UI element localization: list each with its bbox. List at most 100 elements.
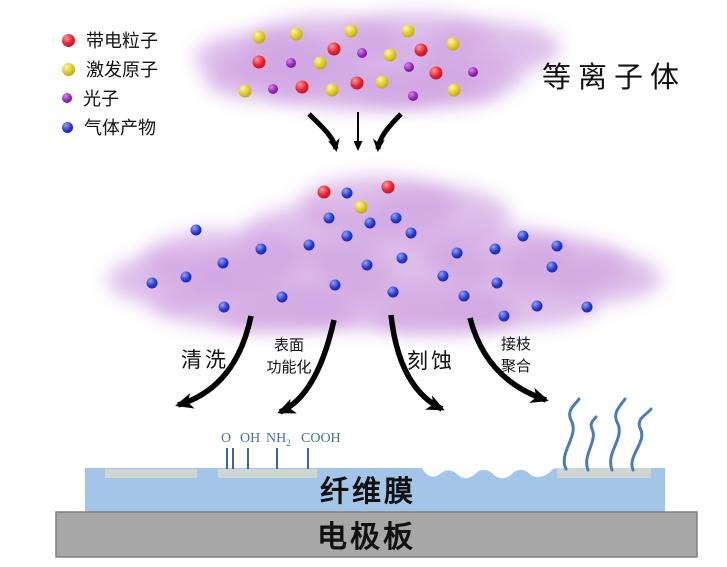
blue-particle (517, 230, 529, 242)
blue-particle (396, 252, 408, 264)
surface-patch-left (105, 469, 197, 478)
graft-chain-1 (562, 397, 581, 471)
blue-particle (498, 310, 510, 322)
blue-particle (341, 187, 353, 199)
blue-particle (180, 271, 192, 283)
legend-item-charged-particle: 带电粒子 (62, 30, 158, 51)
purple-particle (468, 67, 478, 77)
legend-label: 带电粒子 (86, 31, 158, 51)
process-label-functionalization: 表面 功能化 (266, 338, 312, 376)
blue-particle (364, 217, 376, 229)
legend-item-photon: 光子 (62, 88, 158, 109)
blue-particle (276, 291, 288, 303)
process-label-grafting: 接枝 聚合 (500, 337, 531, 375)
yellow-particle (252, 30, 266, 44)
blue-particle (531, 300, 543, 312)
blue-particle (387, 286, 399, 298)
blue-particle (217, 257, 229, 269)
surface-patch-functionalized (218, 469, 317, 478)
process-arrow-functionalization (277, 319, 337, 415)
cloud-puff (215, 299, 363, 332)
legend-item-gas-product: 气体产物 (62, 117, 158, 138)
surface-patch-grafted (557, 468, 651, 478)
membrane-shape (85, 468, 665, 512)
yellow-particle (313, 56, 327, 70)
plasma-title: 等离子体 (542, 62, 687, 94)
blue-particle (361, 259, 373, 271)
red-particle (350, 76, 364, 90)
membrane-label: 纤维膜 (320, 476, 417, 508)
blue-particle (303, 239, 315, 251)
purple-particle (357, 48, 367, 58)
red-particle (295, 80, 309, 94)
red-particle (317, 185, 331, 199)
gas-product-icon (62, 121, 73, 133)
blue-particle (489, 243, 501, 255)
red-particle (414, 43, 428, 57)
blue-particle (458, 290, 470, 302)
process-label-cleaning: 清洗 (181, 348, 229, 372)
yellow-particle (375, 75, 389, 89)
charged-particle-icon (62, 33, 75, 47)
blue-particle (546, 261, 558, 273)
legend-label: 气体产物 (84, 118, 156, 138)
blue-particle (491, 277, 503, 289)
purple-particle (286, 58, 296, 68)
legend-label: 激发原子 (86, 60, 158, 80)
photon-icon (62, 93, 72, 103)
graft-chain-3 (609, 397, 627, 472)
blue-particle (329, 279, 341, 291)
yellow-particle (238, 84, 252, 98)
process-arrow-cleaning (175, 315, 254, 409)
process-arrow-etching (388, 314, 445, 412)
process-label-etching: 刻蚀 (407, 349, 455, 373)
blue-particle (190, 224, 202, 236)
blue-particle (390, 212, 402, 224)
legend-item-excited-atom: 激发原子 (62, 59, 158, 80)
electrode-label: 电极板 (317, 521, 416, 554)
blue-particle (218, 301, 230, 313)
red-particle (327, 42, 341, 56)
red-particle (381, 180, 395, 194)
blue-particle (581, 301, 593, 313)
yellow-particle (289, 27, 303, 41)
group-cooh: COOH (301, 431, 341, 446)
yellow-particle (401, 24, 415, 38)
down-arrow-left (307, 112, 340, 152)
graft-chain-2 (585, 415, 598, 472)
yellow-particle (344, 24, 358, 38)
yellow-particle (383, 48, 397, 62)
yellow-particle (447, 83, 461, 97)
red-particle (252, 55, 266, 69)
graft-chain-4 (630, 407, 653, 472)
purple-particle (268, 84, 278, 94)
yellow-particle (446, 37, 460, 51)
blue-particle (255, 243, 267, 255)
electrode-shape (55, 511, 698, 558)
blue-particle (323, 212, 335, 224)
red-particle (429, 66, 443, 80)
group-o: O (221, 431, 232, 446)
yellow-particle (354, 200, 368, 214)
group-nh2: NH2 (266, 431, 291, 448)
blue-particle (146, 277, 158, 289)
legend: 带电粒子 激发原子 光子 气体产物 (62, 30, 158, 146)
blue-particle (551, 240, 563, 252)
yellow-particle (325, 83, 339, 97)
purple-particle (404, 62, 414, 72)
blue-particle (341, 230, 353, 242)
blue-particle (437, 270, 449, 282)
group-oh: OH (240, 431, 261, 446)
down-arrow-right (372, 112, 403, 152)
legend-label: 光子 (83, 89, 119, 109)
blue-particle (405, 227, 417, 239)
excited-atom-icon (62, 62, 75, 76)
blue-particle (451, 247, 463, 259)
purple-particle (408, 91, 418, 101)
